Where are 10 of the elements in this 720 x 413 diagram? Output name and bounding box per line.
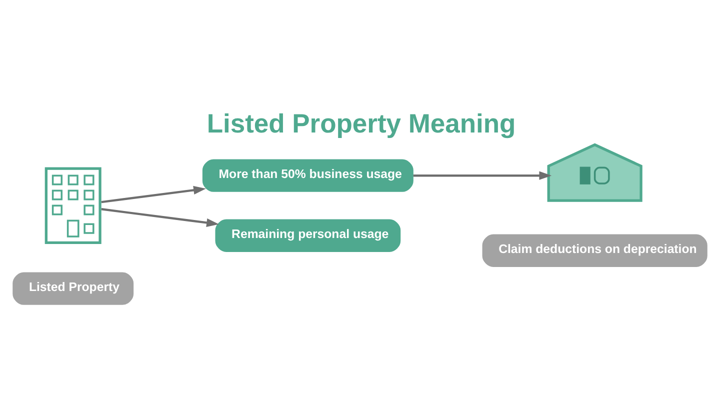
arrow bbox=[101, 208, 219, 227]
node-picture bbox=[547, 143, 642, 202]
node-picture bbox=[44, 167, 102, 244]
node-box: Remaining personal usage bbox=[215, 219, 401, 252]
node-box: More than 50% business usage bbox=[202, 159, 414, 192]
diagram-title: Listed Property Meaning bbox=[206, 108, 516, 138]
arrow bbox=[413, 171, 552, 180]
node-box: Listed Property bbox=[12, 272, 134, 305]
arrow bbox=[101, 186, 206, 204]
node-box: Claim deductions on depreciation bbox=[482, 234, 708, 267]
